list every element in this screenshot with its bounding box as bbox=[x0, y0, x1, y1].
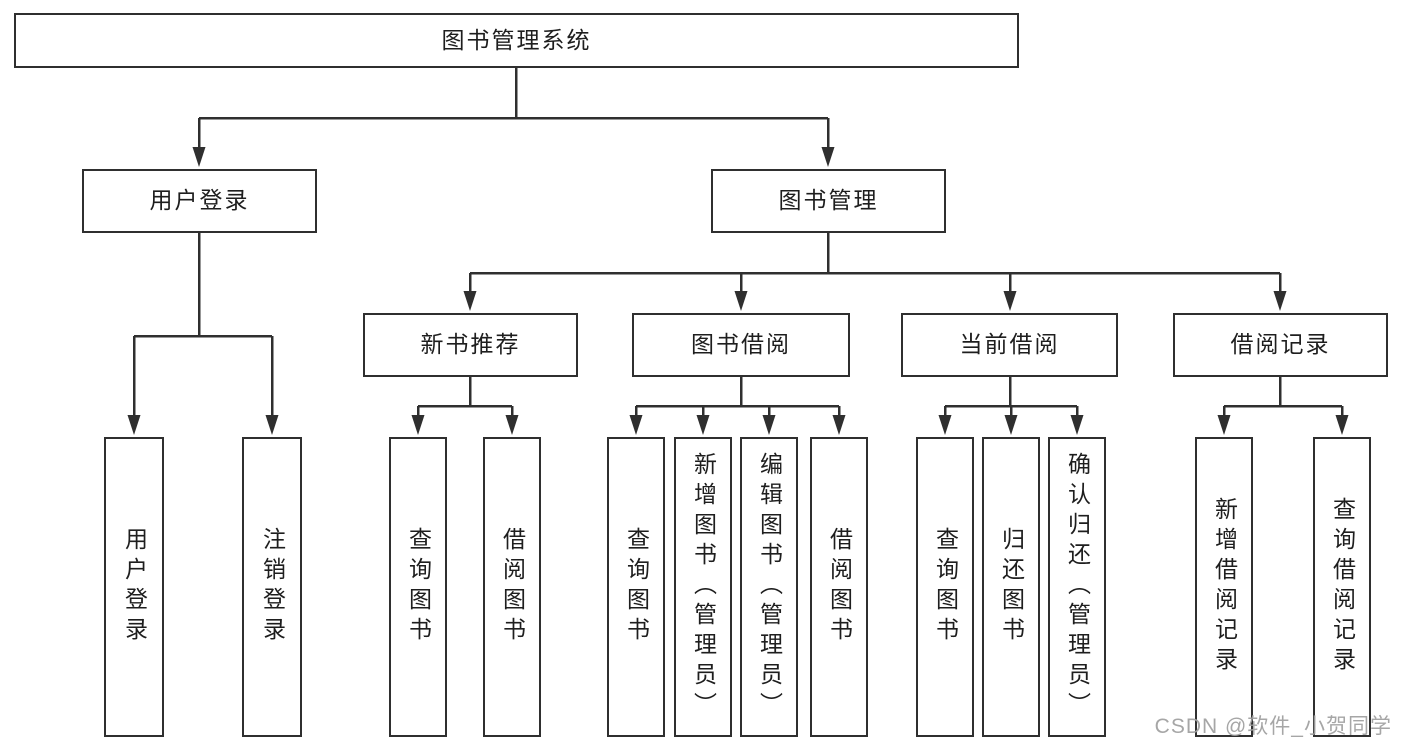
node-label: 编辑图书（管理员） bbox=[756, 452, 783, 722]
leaf-logout: 注销登录 bbox=[242, 437, 302, 737]
node-label: 借阅记录 bbox=[1230, 331, 1331, 358]
node-label: 查询图书 bbox=[932, 527, 959, 647]
node-label: 借阅图书 bbox=[826, 527, 853, 647]
node-label: 查询图书 bbox=[405, 527, 432, 647]
node-book-management: 图书管理 bbox=[711, 169, 946, 233]
node-label: 查询借阅记录 bbox=[1329, 497, 1356, 677]
leaf-borrow-add-book-admin: 新增图书（管理员） bbox=[674, 437, 732, 737]
node-label: 用户登录 bbox=[149, 187, 250, 214]
node-label: 用户登录 bbox=[121, 527, 148, 647]
leaf-current-return-book: 归还图书 bbox=[982, 437, 1040, 737]
node-label: 归还图书 bbox=[998, 527, 1025, 647]
node-user-login: 用户登录 bbox=[82, 169, 317, 233]
node-label: 新书推荐 bbox=[420, 331, 521, 358]
leaf-borrow-borrow-book: 借阅图书 bbox=[810, 437, 868, 737]
arrowheads bbox=[127, 147, 1349, 435]
node-label: 当前借阅 bbox=[959, 331, 1060, 358]
node-label: 图书借阅 bbox=[691, 331, 791, 358]
leaf-borrow-edit-book-admin: 编辑图书（管理员） bbox=[740, 437, 798, 737]
node-new-book-recommendation: 新书推荐 bbox=[363, 313, 578, 377]
node-borrowing-records: 借阅记录 bbox=[1173, 313, 1388, 377]
node-label: 查询图书 bbox=[623, 527, 650, 647]
node-label: 图书管理 bbox=[778, 187, 879, 214]
leaf-borrow-query-book: 查询图书 bbox=[607, 437, 665, 737]
node-label: 确认归还（管理员） bbox=[1064, 452, 1091, 722]
node-label: 新增图书（管理员） bbox=[690, 452, 717, 722]
leaf-records-add-record: 新增借阅记录 bbox=[1195, 437, 1253, 737]
leaf-records-query-record: 查询借阅记录 bbox=[1313, 437, 1371, 737]
node-label: 注销登录 bbox=[259, 527, 286, 647]
node-label: 新增借阅记录 bbox=[1211, 497, 1238, 677]
node-root-library-system: 图书管理系统 bbox=[14, 13, 1019, 68]
node-current-borrowing: 当前借阅 bbox=[901, 313, 1118, 377]
leaf-current-query-book: 查询图书 bbox=[916, 437, 974, 737]
leaf-recommend-query-book: 查询图书 bbox=[389, 437, 447, 737]
node-label: 借阅图书 bbox=[499, 527, 526, 647]
leaf-user-login: 用户登录 bbox=[104, 437, 164, 737]
leaf-recommend-borrow-book: 借阅图书 bbox=[483, 437, 541, 737]
node-book-borrowing: 图书借阅 bbox=[632, 313, 850, 377]
leaf-current-confirm-return-admin: 确认归还（管理员） bbox=[1048, 437, 1106, 737]
node-label: 图书管理系统 bbox=[441, 26, 592, 53]
